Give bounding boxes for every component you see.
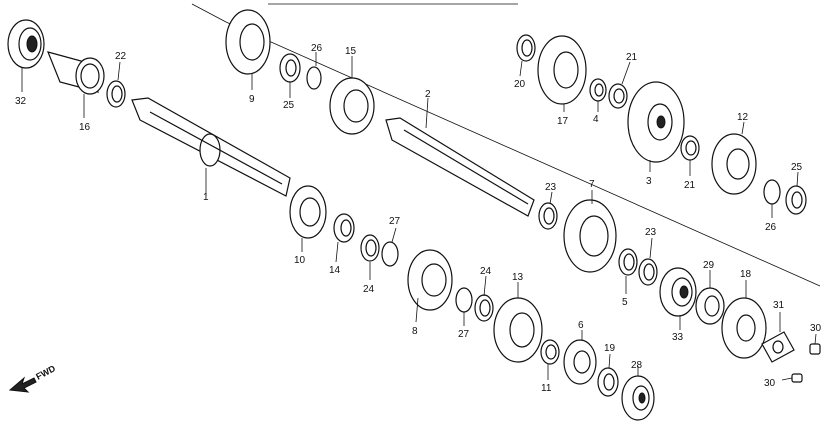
label-part-33: 33 — [672, 332, 684, 343]
label-part-15: 15 — [345, 46, 357, 57]
label-part-25-top: 25 — [283, 100, 295, 111]
label-part-22: 22 — [115, 51, 127, 62]
part-25-washer-top — [279, 53, 301, 98]
part-3-gear — [627, 81, 685, 172]
label-part-27-left: 27 — [389, 216, 401, 227]
part-26-circlip-right — [763, 179, 781, 218]
part-4-bushing — [589, 78, 607, 112]
part-8-gear — [407, 249, 453, 323]
label-part-21-lower: 21 — [684, 180, 696, 191]
part-17-gear — [537, 35, 587, 112]
part-29-collar — [695, 270, 725, 325]
part-1-mainshaft — [131, 97, 291, 197]
frame-line-top — [191, 3, 227, 23]
label-part-17: 17 — [557, 116, 569, 127]
frame-line-right — [225, 21, 821, 287]
part-19-washer — [597, 353, 619, 397]
part-32-bearing — [7, 19, 45, 92]
part-28-bearing — [621, 366, 655, 421]
part-10-gear — [289, 185, 327, 252]
label-part-8: 8 — [412, 326, 418, 337]
label-part-12: 12 — [737, 112, 749, 123]
part-23-washer-mid — [538, 191, 558, 230]
fwd-arrow-icon — [8, 376, 37, 393]
label-part-6: 6 — [578, 320, 584, 331]
part-31-retainer — [761, 312, 795, 363]
part-27-circlip-lower — [455, 287, 473, 326]
part-15-gear — [329, 56, 375, 135]
part-18-sprocket — [721, 280, 767, 359]
label-part-23-lower: 23 — [645, 227, 657, 238]
label-part-30-lower: 30 — [764, 378, 776, 389]
part-24-washer-left — [360, 234, 380, 280]
label-part-32: 32 — [15, 96, 27, 107]
label-part-19: 19 — [604, 343, 616, 354]
part-33-bearing — [659, 267, 697, 330]
part-30-bolt-lower — [781, 373, 803, 383]
part-16-gear — [46, 51, 105, 118]
part-23-washer-lower — [638, 237, 658, 286]
part-9-gear — [225, 9, 271, 90]
label-part-24-left: 24 — [363, 284, 375, 295]
label-part-24-lower: 24 — [480, 266, 492, 277]
label-part-9: 9 — [249, 94, 255, 105]
label-part-11: 11 — [541, 383, 552, 394]
label-part-21-upper: 21 — [626, 52, 638, 63]
part-21-washer-lower — [680, 135, 700, 176]
label-part-3: 3 — [646, 176, 652, 187]
label-part-13: 13 — [512, 272, 524, 283]
part-25-washer-right — [785, 171, 807, 215]
part-22-washer — [106, 61, 126, 108]
fwd-label: FWD — [34, 363, 57, 382]
part-26-circlip-top — [306, 52, 322, 90]
label-part-1: 1 — [203, 192, 209, 203]
part-27-circlip-left — [381, 227, 399, 267]
label-part-31: 31 — [773, 300, 785, 311]
part-14-bushing — [333, 213, 355, 263]
part-13-gear — [493, 282, 543, 363]
part-24-washer-lower — [474, 275, 494, 322]
label-part-5: 5 — [622, 297, 628, 308]
label-part-4: 4 — [593, 114, 599, 125]
label-part-2: 2 — [425, 89, 431, 100]
label-part-26-right: 26 — [765, 222, 777, 233]
part-7-gear — [563, 190, 617, 273]
part-20-washer — [516, 34, 536, 77]
label-part-26-top: 26 — [311, 43, 323, 54]
label-part-23-mid: 23 — [545, 182, 557, 193]
part-11-bushing — [540, 339, 560, 380]
label-part-14: 14 — [329, 265, 341, 276]
part-12-gear — [711, 121, 757, 195]
label-part-30-upper: 30 — [810, 323, 822, 334]
part-21-washer-upper — [608, 61, 631, 109]
label-part-25-right: 25 — [791, 162, 803, 173]
part-6-gear — [563, 330, 597, 385]
label-part-28: 28 — [631, 360, 643, 371]
part-2-countershaft — [385, 97, 535, 217]
label-part-18: 18 — [740, 269, 752, 280]
label-part-10: 10 — [294, 255, 306, 266]
label-part-16: 16 — [79, 122, 91, 133]
label-part-27-lower: 27 — [458, 329, 470, 340]
label-part-29: 29 — [703, 260, 715, 271]
label-part-20: 20 — [514, 79, 526, 90]
part-30-bolt-upper — [809, 333, 821, 355]
part-5-bushing — [618, 248, 638, 294]
label-part-7: 7 — [589, 179, 595, 190]
